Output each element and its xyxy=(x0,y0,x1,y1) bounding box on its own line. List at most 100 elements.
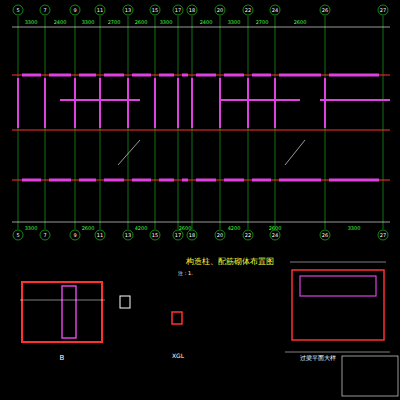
grid-line xyxy=(324,78,326,128)
wall-segments xyxy=(18,75,390,180)
grid-line xyxy=(248,16,249,229)
grid-line xyxy=(159,74,174,77)
grid-line xyxy=(154,78,156,128)
grid-line xyxy=(224,74,244,77)
axis-bubble xyxy=(187,230,197,240)
axis-bubble xyxy=(70,230,80,240)
grid-line xyxy=(196,179,216,182)
grid-line xyxy=(75,16,76,229)
axis-number: 20 xyxy=(217,8,223,13)
axis-number: 9 xyxy=(73,233,76,238)
beam-lines xyxy=(12,75,390,180)
dimension-text: 3300 xyxy=(160,20,173,25)
axis-bubble xyxy=(378,230,388,240)
axis-bubble xyxy=(95,230,105,240)
drawing-title: 构造柱、配筋砌体布置图 xyxy=(186,258,274,266)
dimension-text: 3300 xyxy=(348,226,361,231)
axis-bubble xyxy=(378,5,388,15)
grid-line xyxy=(325,16,326,229)
axis-number: 22 xyxy=(245,8,251,13)
dimension-text: 3300 xyxy=(25,20,38,25)
axis-bubble xyxy=(150,230,160,240)
axis-number: 26 xyxy=(322,233,328,238)
axis-number: 22 xyxy=(245,233,251,238)
grid-line xyxy=(224,179,244,182)
grid-line xyxy=(191,78,193,128)
grid-line xyxy=(247,78,249,128)
dimension-text: 2700 xyxy=(108,20,121,25)
axis-number: 5 xyxy=(16,8,19,13)
axis-bubble xyxy=(243,230,253,240)
grid-line xyxy=(177,78,179,128)
grid-line xyxy=(220,99,300,101)
axis-bubble xyxy=(13,230,23,240)
dimension-text: 2400 xyxy=(54,20,67,25)
grid-line xyxy=(329,179,379,182)
axis-bubble xyxy=(187,5,197,15)
grid-line xyxy=(279,179,321,182)
detail-drawings xyxy=(20,262,398,396)
dimension-text: 2600 xyxy=(294,20,307,25)
axis-number: 20 xyxy=(217,233,223,238)
dimension-text: 2600 xyxy=(135,20,148,25)
axis-bubble xyxy=(40,230,50,240)
dimension-text: 3300 xyxy=(25,226,38,231)
grid-line xyxy=(159,179,174,182)
axis-number: 17 xyxy=(175,233,181,238)
grid-line xyxy=(182,74,188,77)
axis-bubble xyxy=(270,5,280,15)
grid-line xyxy=(182,179,188,182)
axis-grid xyxy=(13,5,388,240)
grid-line xyxy=(192,16,193,229)
grid-line xyxy=(220,16,221,229)
grid-line xyxy=(383,16,384,229)
axis-number: 24 xyxy=(272,8,278,13)
axis-number: 15 xyxy=(152,8,158,13)
grid-line xyxy=(320,99,390,101)
grid-line xyxy=(60,99,140,101)
grid-line xyxy=(155,16,156,229)
axis-number: 27 xyxy=(380,8,386,13)
axis-number: 26 xyxy=(322,8,328,13)
grid-line xyxy=(178,16,179,229)
axis-bubble xyxy=(215,230,225,240)
axis-number: 11 xyxy=(97,233,103,238)
axis-number: 15 xyxy=(152,233,158,238)
grid-line xyxy=(219,78,221,128)
grid-line xyxy=(79,179,96,182)
axis-bubble xyxy=(13,5,23,15)
grid-line xyxy=(127,78,129,128)
grid-line xyxy=(279,74,321,77)
dimension-text: 4200 xyxy=(228,226,241,231)
axis-bubble xyxy=(320,230,330,240)
grid-line xyxy=(104,179,124,182)
grid-line xyxy=(22,74,41,77)
axis-bubble xyxy=(270,230,280,240)
grid-line xyxy=(99,78,101,128)
axis-number: 13 xyxy=(125,233,131,238)
grid-line xyxy=(252,179,271,182)
axis-number: 27 xyxy=(380,233,386,238)
axis-bubble xyxy=(173,5,183,15)
axis-bubble xyxy=(123,5,133,15)
axis-bubble xyxy=(40,5,50,15)
grid-line xyxy=(274,78,276,128)
axis-number: 11 xyxy=(97,8,103,13)
axis-number: 13 xyxy=(125,8,131,13)
dimension-text: 2600 xyxy=(82,226,95,231)
axis-number: 7 xyxy=(43,233,46,238)
detail-label: B xyxy=(60,355,65,362)
grid-line xyxy=(104,74,124,77)
grid-line xyxy=(132,179,151,182)
grid-line xyxy=(17,78,19,128)
axis-bubble xyxy=(320,5,330,15)
axis-bubble xyxy=(173,230,183,240)
axis-number: 7 xyxy=(43,8,46,13)
axis-bubble xyxy=(70,5,80,15)
axis-bubble xyxy=(150,5,160,15)
grid-line xyxy=(22,179,41,182)
grid-line xyxy=(329,74,379,77)
grid-line xyxy=(74,78,76,128)
dimension-text: 2600 xyxy=(179,226,192,231)
